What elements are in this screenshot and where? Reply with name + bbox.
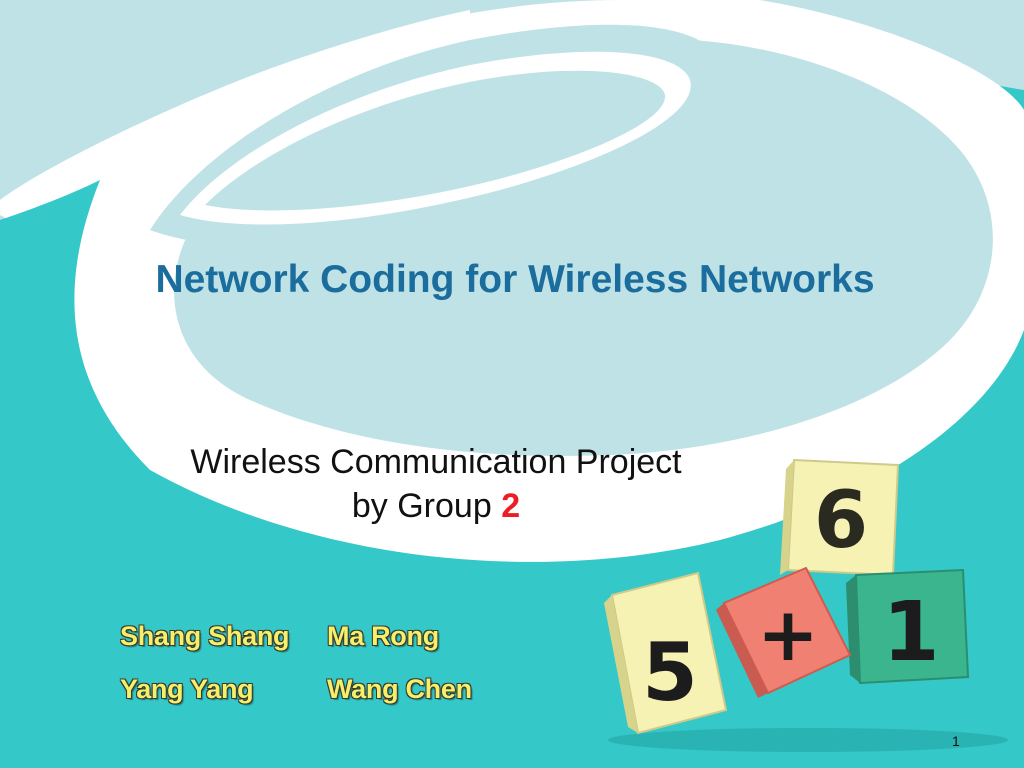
page-number: 1 <box>952 733 960 749</box>
number-blocks-image: 6 1 + 5 <box>604 458 1008 752</box>
subtitle: Wireless Communication Project by Group … <box>146 440 726 528</box>
author-name: Shang Shang <box>120 621 290 651</box>
subtitle-prefix: by Group <box>351 487 502 525</box>
group-number: 2 <box>501 487 521 525</box>
subtitle-line-1: Wireless Communication Project <box>190 443 682 481</box>
author-name: Wang Chen <box>327 674 472 704</box>
block-digit: + <box>757 592 819 678</box>
block-six-icon: 6 <box>780 458 900 577</box>
block-one-icon: 1 <box>846 568 970 685</box>
block-five-icon: 5 <box>604 571 728 735</box>
block-plus-icon: + <box>716 566 852 698</box>
subtitle-line-2: by Group 2 <box>146 484 726 528</box>
block-digit: 5 <box>642 626 698 719</box>
slide-title: Network Coding for Wireless Networks <box>155 258 875 301</box>
block-digit: 1 <box>882 585 939 680</box>
block-digit: 6 <box>814 476 868 566</box>
author-name: Yang Yang <box>120 674 254 704</box>
author-name: Ma Rong <box>327 621 439 651</box>
